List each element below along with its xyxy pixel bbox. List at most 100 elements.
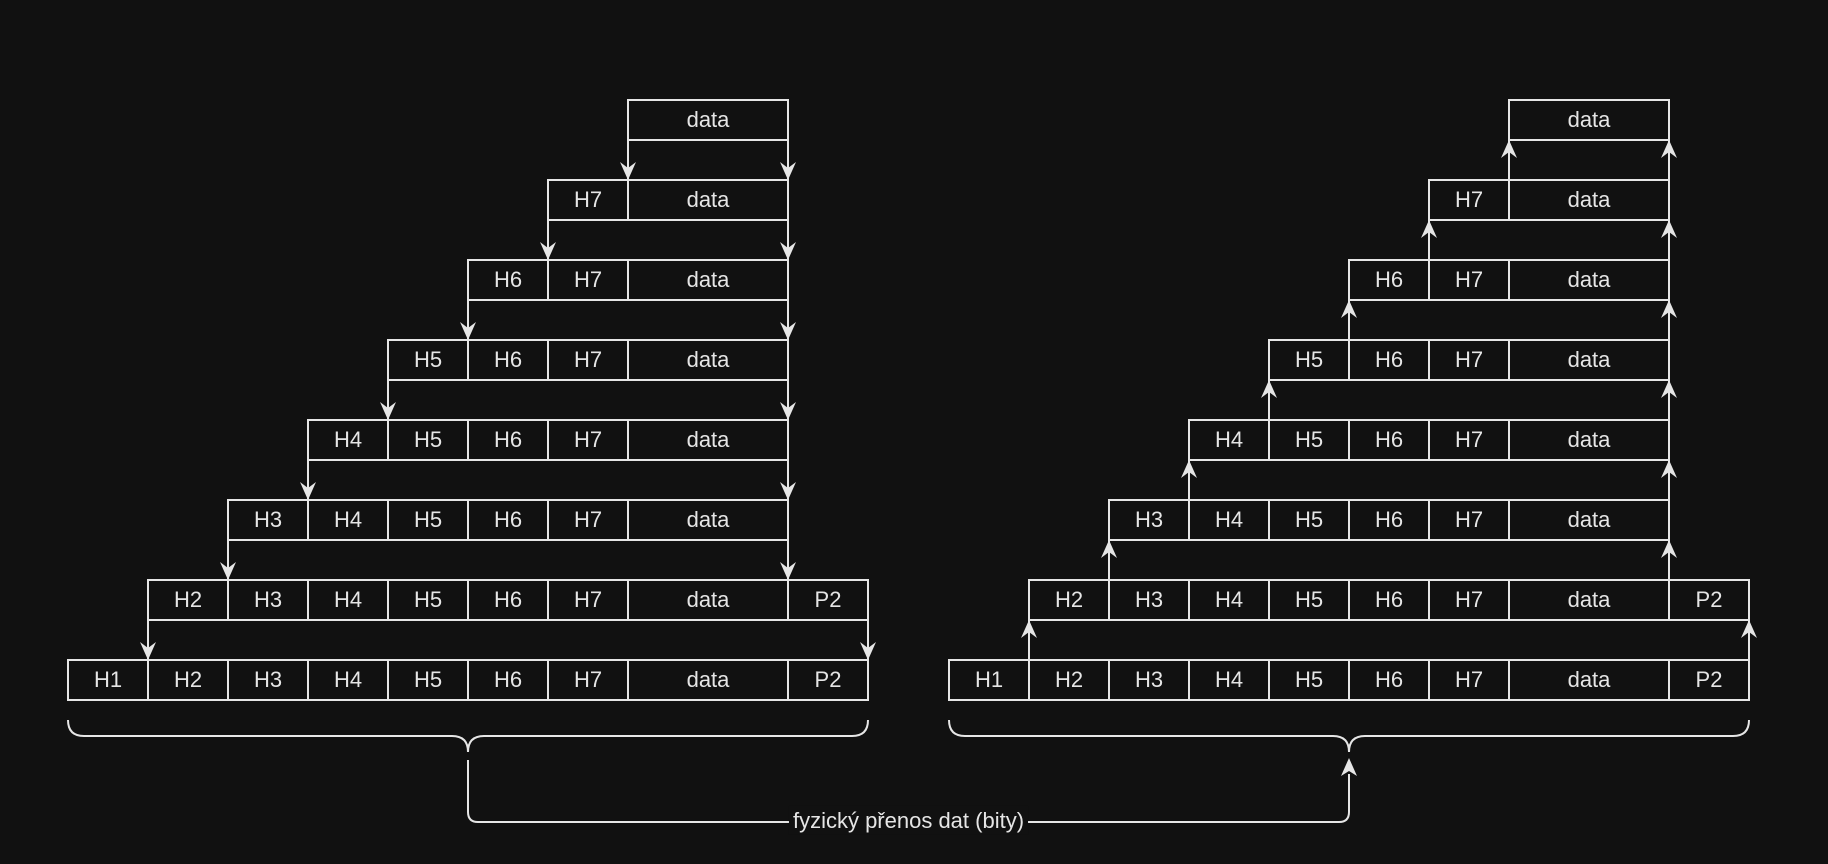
dec-cell-h6: H6 xyxy=(1348,579,1430,621)
enc-cell-data: data xyxy=(627,259,789,301)
enc-cell-h5: H5 xyxy=(387,579,469,621)
arrow-up-icon xyxy=(1341,300,1357,318)
enc-cell-label: H5 xyxy=(414,667,442,692)
dec-cell-label: H7 xyxy=(1455,187,1483,212)
transfer-arrow-head xyxy=(1341,758,1357,776)
dec-cell-data: data xyxy=(1508,339,1670,381)
dec-cell-data: data xyxy=(1508,179,1670,221)
dec-cell-label: data xyxy=(1568,507,1612,532)
physical-transfer: fyzický přenos dat (bity) xyxy=(467,758,1357,835)
dec-cell-label: H5 xyxy=(1295,587,1323,612)
dec-cell-h6: H6 xyxy=(1348,419,1430,461)
dec-cell-label: H7 xyxy=(1455,347,1483,372)
enc-cell-data: data xyxy=(627,419,789,461)
enc-cell-h7: H7 xyxy=(547,339,629,381)
dec-cell-label: H6 xyxy=(1375,587,1403,612)
enc-connector-2 xyxy=(540,220,796,260)
enc-cell-label: H6 xyxy=(494,507,522,532)
enc-cell-h4: H4 xyxy=(307,659,389,701)
dec-cell-data: data xyxy=(1508,419,1670,461)
dec-connector-7 xyxy=(1021,620,1757,660)
arrow-up-icon xyxy=(1741,620,1757,638)
enc-cell-label: H7 xyxy=(574,587,602,612)
enc-connector-1 xyxy=(620,140,796,180)
dec-cell-h7: H7 xyxy=(1428,179,1510,221)
enc-cell-h3: H3 xyxy=(227,659,309,701)
enc-cell-label: H7 xyxy=(574,187,602,212)
dec-cell-data: data xyxy=(1508,579,1670,621)
dec-cell-label: H2 xyxy=(1055,587,1083,612)
dec-cell-data: data xyxy=(1508,659,1670,701)
enc-cell-label: H3 xyxy=(254,587,282,612)
arrow-up-icon xyxy=(1501,140,1517,158)
encapsulation-brace xyxy=(67,719,869,753)
enc-cell-h1: H1 xyxy=(67,659,149,701)
arrow-down-icon xyxy=(220,562,236,580)
dec-cell-label: H5 xyxy=(1295,667,1323,692)
enc-row-1: data xyxy=(627,99,789,141)
enc-cell-h7: H7 xyxy=(547,179,629,221)
dec-cell-h5: H5 xyxy=(1268,579,1350,621)
enc-cell-label: H4 xyxy=(334,507,362,532)
dec-cell-label: H6 xyxy=(1375,667,1403,692)
dec-row-2: H7 data xyxy=(1428,179,1670,221)
enc-cell-label: H3 xyxy=(254,507,282,532)
enc-cell-label: H5 xyxy=(414,507,442,532)
dec-cell-label: H7 xyxy=(1455,507,1483,532)
dec-cell-h5: H5 xyxy=(1268,499,1350,541)
enc-cell-label: H7 xyxy=(574,347,602,372)
arrow-down-icon xyxy=(620,162,636,180)
dec-cell-h7: H7 xyxy=(1428,339,1510,381)
dec-cell-p2: P2 xyxy=(1668,579,1750,621)
transfer-caption: fyzický přenos dat (bity) xyxy=(793,808,1024,833)
arrow-up-icon xyxy=(1661,460,1677,478)
enc-cell-label: H2 xyxy=(174,587,202,612)
enc-cell-label: H6 xyxy=(494,427,522,452)
dec-cell-h2: H2 xyxy=(1028,659,1110,701)
enc-cell-h5: H5 xyxy=(387,419,469,461)
enc-cell-label: H4 xyxy=(334,587,362,612)
enc-cell-label: H3 xyxy=(254,667,282,692)
dec-cell-label: H4 xyxy=(1215,587,1243,612)
dec-cell-h7: H7 xyxy=(1428,259,1510,301)
dec-cell-label: H5 xyxy=(1295,507,1323,532)
enc-cell-label: P2 xyxy=(815,587,842,612)
enc-cell-label: H6 xyxy=(494,347,522,372)
enc-cell-label: H5 xyxy=(414,427,442,452)
enc-cell-h6: H6 xyxy=(467,419,549,461)
enc-cell-h7: H7 xyxy=(547,579,629,621)
dec-cell-h5: H5 xyxy=(1268,419,1350,461)
enc-cell-h3: H3 xyxy=(227,499,309,541)
enc-cell-label: data xyxy=(687,427,731,452)
arrow-up-icon xyxy=(1181,460,1197,478)
enc-cell-h7: H7 xyxy=(547,259,629,301)
dec-connector-6 xyxy=(1101,540,1677,580)
enc-cell-h4: H4 xyxy=(307,579,389,621)
dec-cell-label: H7 xyxy=(1455,427,1483,452)
dec-connector-1 xyxy=(1501,140,1677,180)
enc-cell-h2: H2 xyxy=(147,659,229,701)
enc-cell-h7: H7 xyxy=(547,499,629,541)
arrow-down-icon xyxy=(380,402,396,420)
arrow-up-icon xyxy=(1661,220,1677,238)
dec-cell-h3: H3 xyxy=(1108,659,1190,701)
decapsulation-brace xyxy=(948,719,1750,753)
arrow-down-icon xyxy=(780,402,796,420)
dec-connector-4 xyxy=(1261,380,1677,420)
dec-connector-5 xyxy=(1181,460,1677,500)
dec-cell-label: H3 xyxy=(1135,667,1163,692)
enc-cell-h7: H7 xyxy=(547,419,629,461)
enc-cell-label: P2 xyxy=(815,667,842,692)
dec-cell-h4: H4 xyxy=(1188,579,1270,621)
dec-cell-h4: H4 xyxy=(1188,419,1270,461)
dec-cell-label: data xyxy=(1568,587,1612,612)
arrow-down-icon xyxy=(460,322,476,340)
